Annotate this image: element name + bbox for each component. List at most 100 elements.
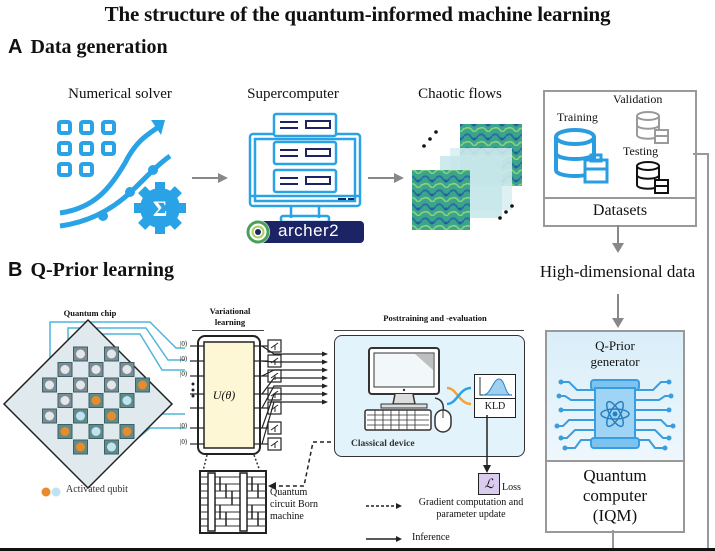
input-state-ket: |0⟩ bbox=[180, 355, 188, 363]
inactive-qubit bbox=[45, 380, 54, 390]
quantum-chip-label: Quantum chip bbox=[63, 308, 117, 318]
qprior-label: Q-Prior generator bbox=[547, 338, 683, 370]
input-state-ket: |0⟩ bbox=[180, 370, 188, 378]
inactive-qubit bbox=[107, 380, 116, 390]
inference-arrow bbox=[261, 360, 322, 363]
activated-qubit bbox=[91, 427, 101, 436]
solid-arrow-legend-icon bbox=[366, 536, 402, 542]
qprior-bottom-connector bbox=[612, 530, 614, 551]
inference-arrow bbox=[261, 393, 322, 429]
quantum-processor-icon bbox=[554, 379, 676, 451]
inactive-qubit bbox=[91, 365, 101, 374]
numerical-solver-icon: Σ bbox=[57, 120, 186, 234]
qprior-label-line2: generator bbox=[590, 354, 640, 369]
loss-symbol: ℒ bbox=[484, 476, 494, 491]
inactive-qubit bbox=[76, 349, 85, 359]
section-a-header: A Data generation bbox=[8, 36, 168, 59]
datasets-connector-line bbox=[693, 153, 709, 551]
classical-device-panel: KLD Classical device bbox=[334, 335, 525, 457]
posttraining-header: Posttraining and -evaluation bbox=[383, 313, 487, 323]
kld-label: KLD bbox=[484, 401, 506, 412]
inactive-qubit bbox=[107, 349, 116, 359]
section-a-label: Data generation bbox=[30, 36, 168, 58]
variational-header-line1: Variational bbox=[209, 306, 251, 316]
input-state-ket: |0⟩ bbox=[180, 438, 188, 446]
activated-qubit bbox=[91, 396, 101, 405]
input-state-ket: |0⟩ bbox=[180, 340, 188, 348]
distribution-plot-icon bbox=[479, 377, 512, 396]
inactive-qubit bbox=[76, 380, 85, 390]
inference-arrow bbox=[261, 369, 322, 377]
flow-field-stack-icon bbox=[412, 124, 522, 230]
quantum-computer-line2: computer bbox=[582, 486, 648, 505]
bottom-rule bbox=[0, 548, 715, 551]
activated-qubit-legend-label: Activated qubit bbox=[66, 484, 128, 495]
activated-qubit bbox=[122, 427, 132, 436]
dashed-legend-label: Gradient computation and parameter updat… bbox=[406, 497, 536, 521]
archer2-logo: archer2 bbox=[246, 219, 364, 245]
quantum-computer-line1: Quantum bbox=[583, 466, 647, 485]
training-database-icon bbox=[554, 128, 609, 184]
qprior-generator-panel: Q-Prior generator Quantum computer (IQM) bbox=[545, 330, 685, 533]
activated-qubit bbox=[138, 380, 147, 390]
chaotic-flows-label: Chaotic flows bbox=[418, 86, 502, 102]
solid-legend-label: Inference bbox=[412, 532, 450, 543]
dashed-legend-line1: Gradient computation and bbox=[418, 497, 524, 508]
quantum-computer-label: Quantum computer (IQM) bbox=[547, 466, 683, 526]
svg-text:Σ: Σ bbox=[153, 196, 167, 221]
activated-qubit bbox=[60, 427, 70, 436]
activated-qubit bbox=[76, 442, 85, 452]
inactive-qubit bbox=[122, 365, 132, 374]
flow-arrow-icon bbox=[192, 173, 228, 183]
testing-label: Testing bbox=[623, 144, 659, 158]
desktop-computer-icon bbox=[364, 347, 452, 433]
down-arrow-icon bbox=[612, 225, 624, 253]
dashed-legend-line2: parameter update bbox=[436, 509, 506, 520]
inactive-qubit bbox=[60, 365, 70, 374]
dashed-arrow-legend-icon bbox=[366, 503, 402, 509]
inference-arrow bbox=[261, 385, 322, 409]
datasets-label: Datasets bbox=[592, 202, 648, 219]
flow-arrow-icon bbox=[368, 173, 404, 183]
gradient-feedback-arrow bbox=[268, 441, 338, 490]
section-a-letter: A bbox=[8, 36, 23, 58]
quantum-chip-diagram bbox=[2, 318, 185, 490]
loss-box: ℒ bbox=[478, 473, 500, 495]
inference-arrow bbox=[261, 377, 322, 395]
validation-label: Validation bbox=[613, 92, 663, 106]
numerical-solver-label: Numerical solver bbox=[68, 86, 172, 102]
inference-arrow bbox=[261, 401, 322, 445]
activated-qubit-legend-icon bbox=[41, 487, 61, 497]
figure-title: The structure of the quantum-informed ma… bbox=[104, 2, 611, 26]
compare-swap-icon bbox=[446, 386, 472, 406]
activated-qubit bbox=[107, 411, 116, 421]
variational-header-rule bbox=[192, 330, 264, 331]
section-b-letter: B bbox=[8, 259, 23, 281]
born-label-line3: machine bbox=[270, 511, 304, 522]
born-label-line1: Quantum bbox=[270, 487, 308, 498]
activated-qubit bbox=[107, 442, 116, 452]
inactive-qubit bbox=[45, 411, 54, 421]
datasets-panel: Datasets Training Validation Testing bbox=[543, 90, 697, 227]
loss-label: Loss bbox=[502, 482, 521, 493]
unitary-label: U(θ) bbox=[212, 388, 236, 402]
section-b-label: Q-Prior learning bbox=[30, 259, 174, 281]
inference-arrow bbox=[261, 345, 322, 355]
qprior-label-line1: Q-Prior bbox=[595, 338, 635, 353]
kld-to-loss-arrow bbox=[483, 415, 491, 473]
born-machine-circuit bbox=[199, 454, 267, 534]
section-b-header: B Q-Prior learning bbox=[8, 259, 174, 282]
born-machine-label: Quantum circuit Born machine bbox=[270, 487, 318, 523]
born-label-line2: circuit Born bbox=[270, 499, 319, 510]
variational-learning-header: Variational learning bbox=[195, 306, 265, 328]
archer2-text: archer2 bbox=[278, 221, 340, 240]
activated-qubit bbox=[76, 411, 85, 421]
input-state-ket: |0⟩ bbox=[180, 422, 188, 430]
activated-qubit bbox=[122, 396, 132, 405]
inactive-qubit bbox=[60, 396, 70, 405]
classical-device-label: Classical device bbox=[351, 439, 415, 449]
variational-header-line2: learning bbox=[214, 317, 246, 327]
supercomputer-icon bbox=[248, 112, 362, 224]
measurement-arrows bbox=[261, 345, 328, 445]
posttraining-header-rule bbox=[334, 330, 524, 331]
